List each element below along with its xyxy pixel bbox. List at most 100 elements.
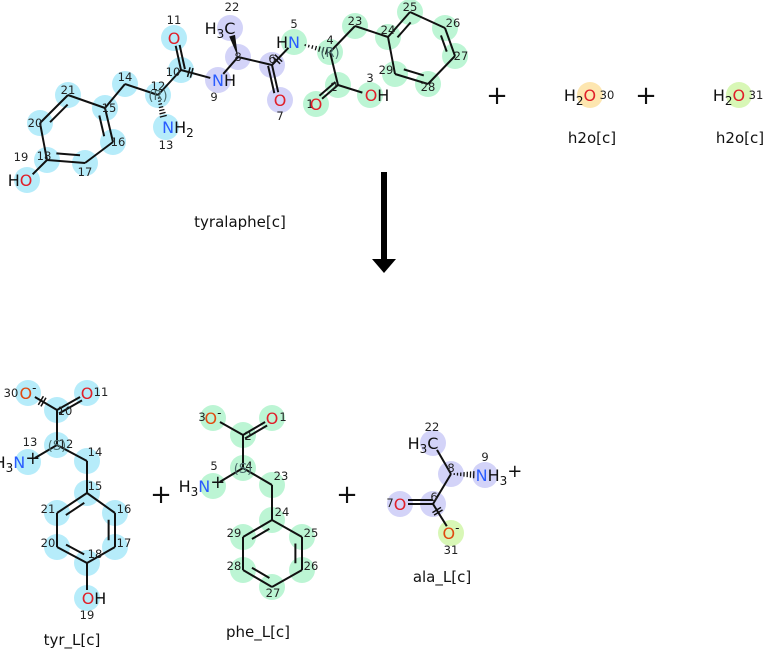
atom-number: 1	[306, 97, 313, 111]
atom-number: 22	[225, 0, 240, 14]
atom-number: 30	[4, 386, 19, 400]
hash-bond	[158, 105, 164, 109]
atom-number: 6	[268, 52, 275, 66]
atom-number: 17	[78, 165, 93, 179]
bond	[242, 519, 273, 538]
aromatic-inner-bond	[65, 501, 85, 516]
bond	[242, 467, 273, 486]
bond	[180, 69, 211, 79]
atom-number: 18	[88, 547, 103, 561]
bond	[271, 519, 303, 538]
hash-bond	[314, 45, 318, 51]
atom-label: O	[266, 409, 279, 428]
atom-number: 26	[304, 559, 319, 573]
atom-label: OH	[82, 589, 107, 608]
atom-number: 29	[227, 526, 242, 540]
atom-highlight	[153, 114, 179, 140]
atom-highlight	[15, 380, 41, 406]
atom-highlight	[200, 473, 226, 499]
hash-bond	[307, 44, 310, 48]
plus-sign: +	[336, 480, 358, 510]
bond	[427, 55, 456, 85]
plus-sign: +	[635, 81, 657, 111]
hash-bond	[321, 46, 325, 54]
crossed-bond-mark	[274, 54, 283, 63]
atom-number: 31	[444, 543, 459, 557]
atom-number: 27	[266, 586, 281, 600]
atom-label: H3C	[205, 19, 236, 41]
bond	[432, 503, 448, 527]
atom-label: NH3+	[476, 461, 523, 487]
bond	[242, 569, 273, 588]
atom-number: 14	[118, 70, 133, 84]
stereo-label: (S)	[48, 439, 66, 454]
atom-number: 10	[58, 404, 73, 418]
bond	[271, 64, 280, 93]
bond	[219, 467, 244, 483]
plus-sign: +	[150, 480, 172, 510]
atom-number: 24	[275, 505, 290, 519]
hash-bond	[158, 100, 162, 103]
atom-number: 22	[425, 420, 440, 434]
atom-label: H3C	[408, 434, 439, 456]
atom-number: 2	[244, 429, 251, 443]
aromatic-inner-bond	[440, 35, 448, 52]
atom-number: 13	[159, 138, 174, 152]
bond	[39, 122, 48, 161]
hash-bond	[159, 114, 167, 118]
hash-bond	[318, 46, 321, 52]
bond	[321, 84, 339, 100]
atom-label: O-	[20, 381, 37, 403]
atom-highlight	[726, 82, 752, 108]
bond	[436, 449, 452, 475]
atom-label: NH2	[162, 118, 194, 140]
bond	[394, 73, 429, 85]
atom-label: H2O	[713, 86, 745, 108]
bond	[387, 36, 396, 75]
atom-label: O	[394, 495, 407, 514]
aromatic-inner-bond	[65, 543, 85, 556]
atom-number: 5	[290, 17, 297, 31]
atom-number: 16	[111, 135, 126, 149]
atom-number: 15	[88, 479, 103, 493]
atom-number: 12	[151, 79, 166, 93]
bond	[409, 11, 446, 29]
atom-number: 24	[381, 23, 396, 37]
atom-highlight	[259, 405, 285, 431]
aromatic-inner-bond	[251, 527, 270, 540]
atom-label: O	[168, 29, 181, 48]
crossed-bond-mark	[189, 67, 194, 78]
double-bond	[178, 44, 186, 70]
atom-number: 30	[600, 88, 615, 102]
atom-label: HN	[276, 33, 300, 52]
atom-label: O-	[443, 521, 460, 543]
atom-number: 5	[210, 459, 217, 473]
aromatic-inner-bond	[56, 152, 81, 157]
atom-highlight	[74, 380, 100, 406]
bond	[242, 421, 266, 436]
atom-number: 17	[117, 536, 132, 550]
atom-label: HO	[8, 171, 33, 190]
atom-label: NH	[212, 71, 236, 90]
bond	[86, 546, 116, 564]
crossed-bond-mark	[272, 56, 281, 65]
bond	[104, 83, 126, 109]
atom-highlight	[438, 520, 464, 546]
atom-highlight	[161, 25, 187, 51]
bond	[86, 492, 116, 514]
bond	[387, 11, 411, 38]
atom-number: 31	[749, 88, 764, 102]
bond	[444, 27, 456, 57]
atom-number: 29	[379, 63, 394, 77]
molecule-name-tyralaphe: tyralaphe[c]	[194, 213, 286, 231]
aromatic-inner-bond	[403, 68, 425, 77]
atom-highlight	[577, 82, 603, 108]
bond	[104, 107, 114, 143]
bond	[39, 94, 69, 124]
atom-number: 26	[446, 16, 461, 30]
atom-number: 28	[227, 559, 242, 573]
atom-highlight	[472, 462, 498, 488]
bond	[67, 94, 106, 109]
